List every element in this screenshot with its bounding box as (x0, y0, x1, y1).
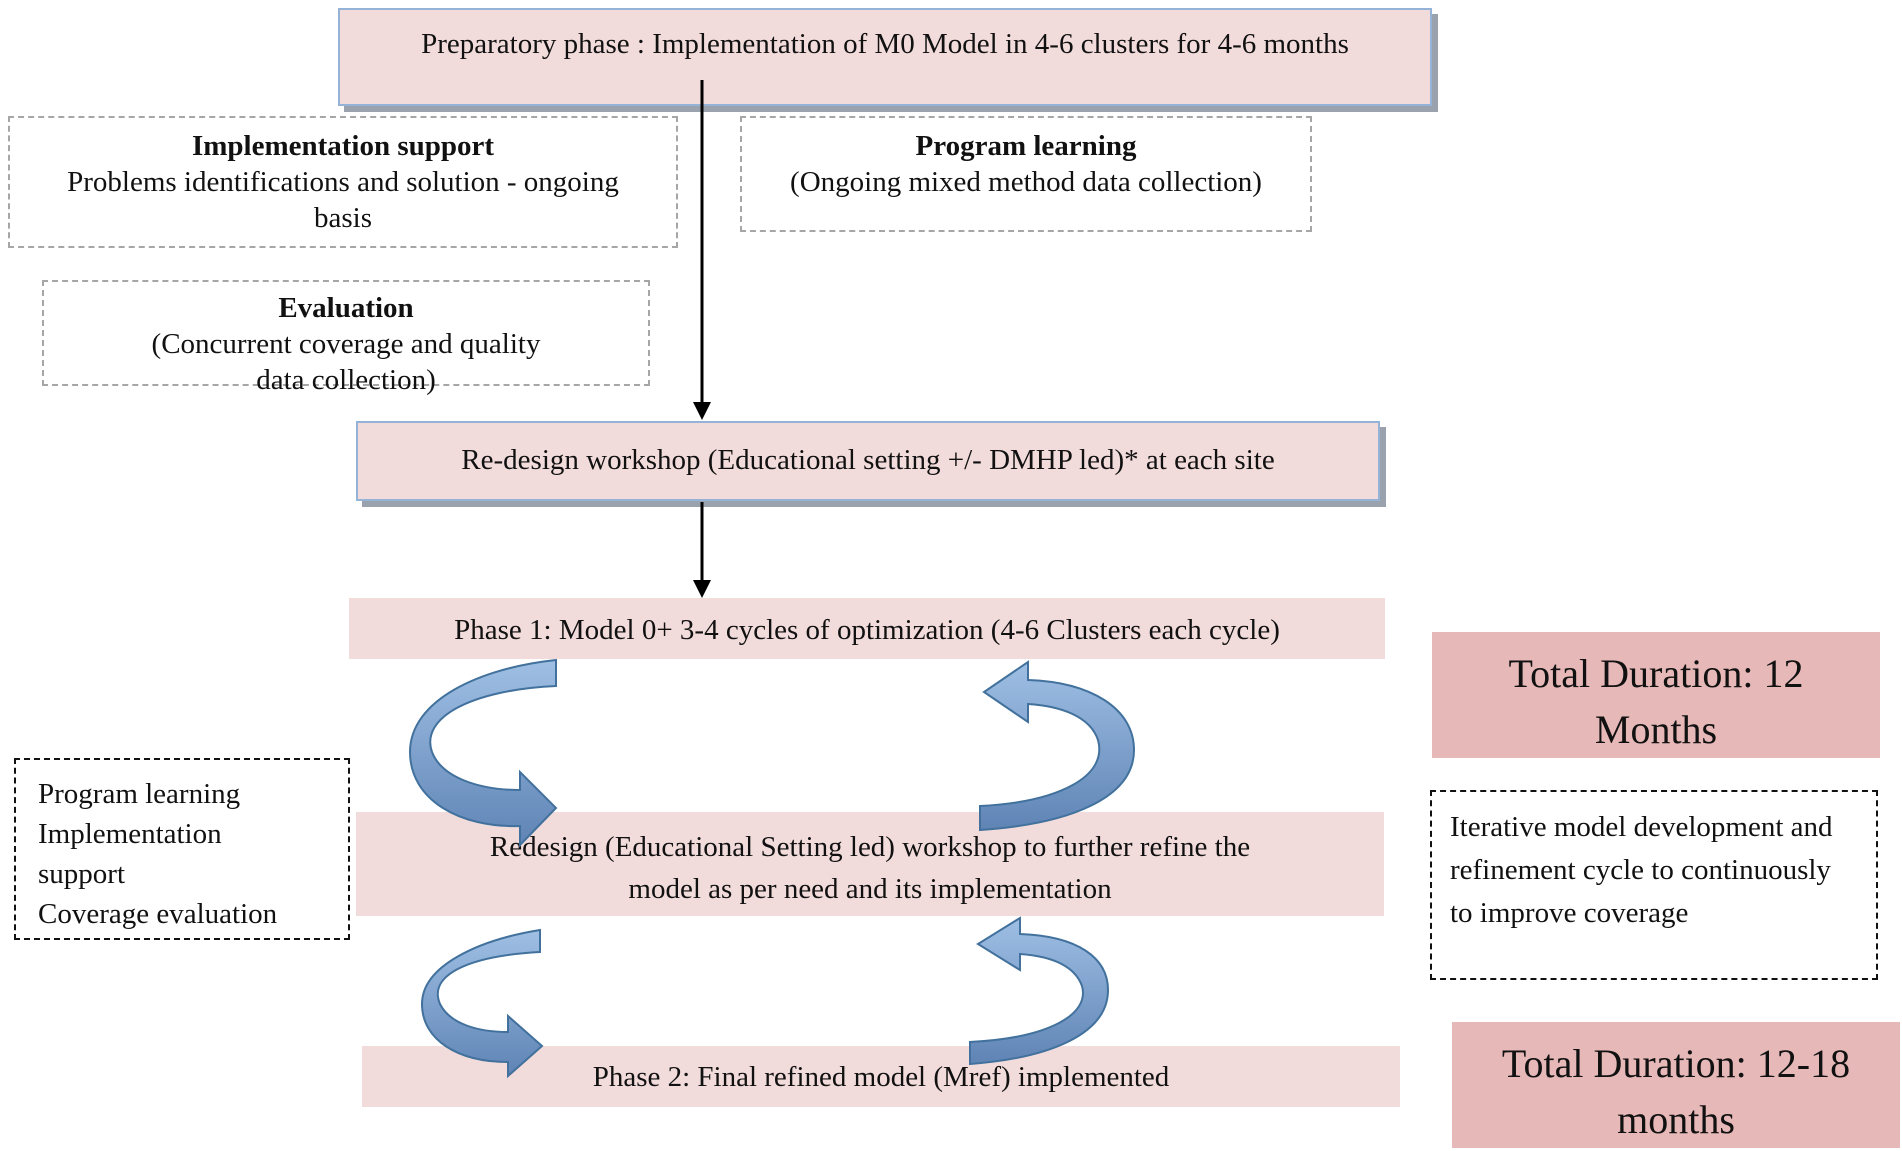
cycle-arrow-top-left-icon (408, 658, 558, 848)
cycle-arrow-bottom-right-icon (969, 916, 1110, 1066)
duration-12-text: Total Duration: 12 Months (1508, 651, 1804, 752)
cycle-arrow-top-right-icon (979, 660, 1136, 832)
connector-arrow-1-head (693, 402, 711, 420)
iterative-note-box: Iterative model development and refineme… (1430, 790, 1878, 980)
phase1-text: Phase 1: Model 0+ 3-4 cycles of optimiza… (454, 614, 1280, 646)
redesign-workshop-box: Re-design workshop (Educational setting … (356, 421, 1380, 501)
phase2-box: Phase 2: Final refined model (Mref) impl… (362, 1046, 1400, 1107)
duration-12-18-text: Total Duration: 12-18 months (1501, 1041, 1851, 1142)
connector-arrow-2-head (693, 580, 711, 598)
redesign-workshop-text: Re-design workshop (Educational setting … (461, 444, 1275, 476)
activity-item-implementation-support: Implementation support (38, 818, 222, 890)
program-learning-title: Program learning (915, 130, 1137, 162)
activity-item-program-learning: Program learning (38, 778, 241, 810)
evaluation-title: Evaluation (278, 292, 414, 324)
duration-12-18-box: Total Duration: 12-18 months (1452, 1022, 1900, 1148)
preparatory-phase-box: Preparatory phase : Implementation of M0… (338, 8, 1432, 106)
phase2-text: Phase 2: Final refined model (Mref) impl… (592, 1061, 1170, 1093)
implementation-support-body: Problems identifications and solution - … (67, 166, 619, 234)
iterative-note-text: Iterative model development and refineme… (1450, 811, 1833, 929)
redesign-refine-box: Redesign (Educational Setting led) works… (356, 812, 1384, 916)
phase1-box: Phase 1: Model 0+ 3-4 cycles of optimiza… (349, 598, 1385, 659)
program-learning-box: Program learning (Ongoing mixed method d… (740, 116, 1312, 232)
preparatory-phase-text: Preparatory phase : Implementation of M0… (421, 28, 1349, 60)
implementation-support-title: Implementation support (191, 130, 495, 162)
activities-box: Program learning Implementation support … (14, 758, 350, 940)
implementation-support-box: Implementation support Problems identifi… (8, 116, 678, 248)
redesign-refine-text: Redesign (Educational Setting led) works… (489, 831, 1251, 905)
program-learning-body: (Ongoing mixed method data collection) (790, 166, 1262, 198)
activity-item-coverage-evaluation: Coverage evaluation (38, 898, 278, 930)
evaluation-body: (Concurrent coverage and quality data co… (151, 328, 541, 396)
cycle-arrow-bottom-left-icon (420, 928, 544, 1079)
evaluation-box: Evaluation (Concurrent coverage and qual… (42, 280, 650, 396)
duration-12-box: Total Duration: 12 Months (1432, 632, 1880, 758)
